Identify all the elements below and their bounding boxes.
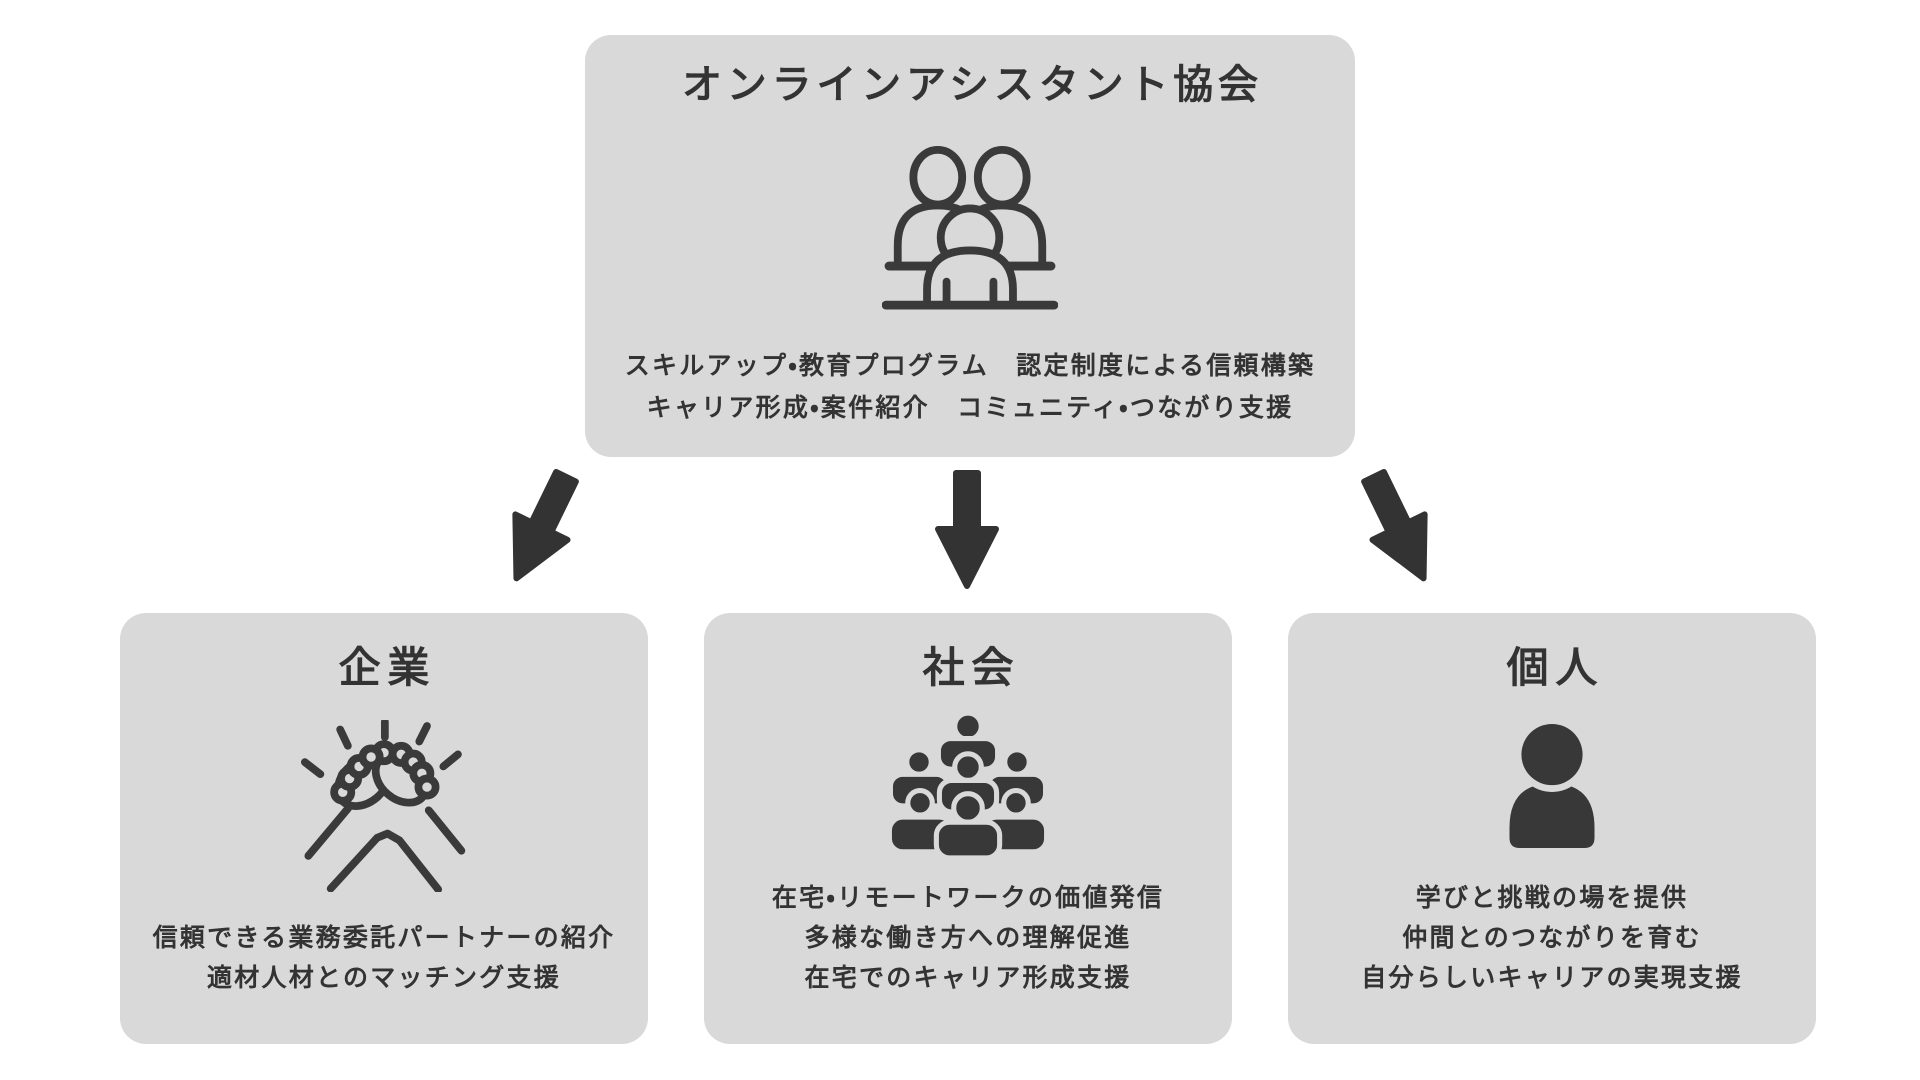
company-icon-slot	[298, 693, 470, 918]
arrow-down-right-icon	[1339, 455, 1458, 601]
company-box: 企業	[120, 613, 648, 1044]
individual-line: 学びと挑戦の場を提供	[1415, 884, 1689, 912]
company-title: 企業	[338, 644, 437, 691]
society-line: 在宅・リモートワークの価値発信	[771, 884, 1165, 912]
individual-description: 学びと挑戦の場を提供 仲間とのつながりを育む 自分らしいキャリアの実現支援	[1361, 878, 1743, 998]
handshake-icon	[301, 719, 466, 892]
association-icon-slot	[882, 109, 1058, 345]
arrow-down-left-icon	[481, 455, 600, 601]
association-box: オンラインアシスタント協会 スキルアップ・教育プログラム 認定制度による信頼構築…	[585, 35, 1355, 457]
association-line: キャリア形成・案件紹介 コミュニティ・つながり支援	[646, 394, 1294, 422]
individual-box: 個人 学びと挑戦の場を提供 仲間とのつながりを育む 自分らしいキャリアの実現支援	[1288, 613, 1816, 1044]
person-icon	[1509, 718, 1595, 848]
arrow-down-icon	[932, 466, 1002, 594]
team-icon	[882, 145, 1058, 310]
society-description: 在宅・リモートワークの価値発信 多様な働き方への理解促進 在宅でのキャリア形成支…	[772, 878, 1164, 998]
individual-line: 自分らしいキャリアの実現支援	[1361, 964, 1743, 992]
association-title: オンラインアシスタント協会	[681, 63, 1263, 107]
society-line: 在宅でのキャリア形成支援	[804, 964, 1132, 992]
individual-title: 個人	[1506, 644, 1605, 691]
society-title: 社会	[922, 644, 1021, 691]
society-box: 社会	[704, 613, 1232, 1044]
association-description: スキルアップ・教育プログラム 認定制度による信頼構築 キャリア形成・案件紹介 コ…	[625, 345, 1316, 429]
society-line: 多様な働き方への理解促進	[804, 924, 1132, 952]
association-line: スキルアップ・教育プログラム 認定制度による信頼構築	[624, 352, 1316, 380]
individual-icon-slot	[1501, 693, 1603, 878]
company-description: 信頼できる業務委託パートナーの紹介 適材人材とのマッチング支援	[153, 918, 616, 998]
company-line: 信頼できる業務委託パートナーの紹介	[152, 924, 616, 952]
crowd-icon	[886, 711, 1050, 860]
society-icon-slot	[886, 693, 1050, 878]
company-line: 適材人材とのマッチング支援	[206, 964, 561, 992]
individual-line: 仲間とのつながりを育む	[1402, 924, 1702, 952]
